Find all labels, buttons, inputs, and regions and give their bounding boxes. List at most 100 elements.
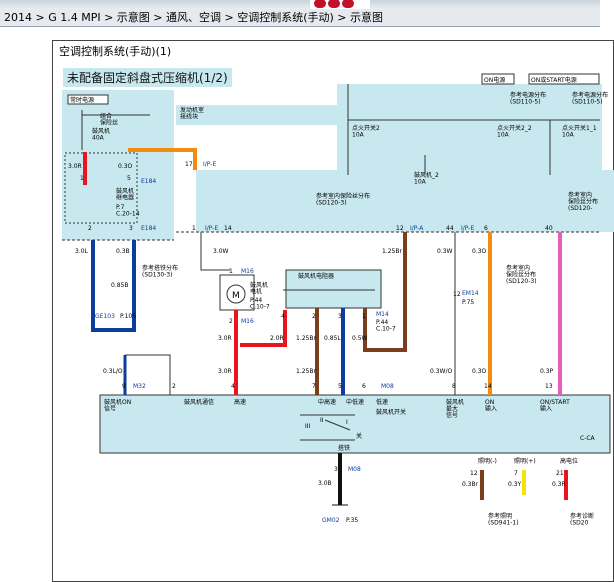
pin-number: 2 bbox=[88, 225, 92, 232]
text-line: 发动机室 bbox=[180, 106, 204, 114]
blower-max-label: 鼓风机最大信号 bbox=[446, 398, 464, 419]
text-line: 最大 bbox=[446, 405, 458, 413]
wiring-diagram: M ON电源 ON或START电源 常时电源 发动机室接线块 组合保险丝 bbox=[62, 73, 614, 527]
wire-white bbox=[200, 232, 230, 271]
text-line: 鼓风机ON bbox=[104, 398, 131, 406]
ipa-label: I/P-A bbox=[410, 225, 424, 232]
wire-code: 0.3O bbox=[472, 368, 487, 375]
gm02-label: GM02 bbox=[322, 517, 340, 524]
ref-ground-label: 参考搭铁分布(SD130-3) bbox=[142, 264, 178, 279]
control-module-box bbox=[99, 394, 611, 454]
wire-code: 0.3W/O bbox=[430, 368, 452, 375]
pin-number: 14 bbox=[484, 383, 492, 390]
relay-box bbox=[64, 152, 138, 224]
wire-orange-top bbox=[128, 148, 197, 170]
text-line: (SD20 bbox=[570, 520, 589, 527]
text-line: 保险丝分布 bbox=[506, 271, 536, 279]
m14-label: M14 bbox=[376, 311, 389, 318]
wire-code: 0.85B bbox=[111, 282, 128, 289]
wire-code: 1.25Br bbox=[382, 248, 402, 255]
ge103-label: GE103 bbox=[95, 313, 115, 320]
wire-code: 3.0W bbox=[213, 248, 229, 255]
text-line: 点火开关2_2 bbox=[497, 124, 532, 132]
pin-number: 40 bbox=[545, 225, 553, 232]
breadcrumb[interactable]: 2014 > G 1.4 MPI > 示意图 > 通风、空调 > 空调控制系统(… bbox=[0, 9, 600, 27]
text-line: 鼓风机 bbox=[92, 127, 110, 135]
pin-number: 2 bbox=[312, 313, 316, 320]
pin-number: 3 bbox=[338, 313, 342, 320]
wire-code: 3.0R bbox=[68, 163, 82, 170]
wire-red-mid bbox=[240, 310, 287, 347]
cca-label: C-CA bbox=[580, 435, 596, 442]
gm02-page: P.35 bbox=[346, 517, 358, 524]
wire-code: 0.3P bbox=[540, 368, 554, 375]
resistor-label: 鼓风机电阻器 bbox=[298, 272, 334, 280]
motor-m: M bbox=[232, 291, 240, 301]
text-line: 参考电源分布 bbox=[572, 91, 608, 99]
text-line: 点火开关1_1 bbox=[562, 124, 597, 132]
text-line: 10A bbox=[414, 179, 427, 186]
text-line: C.10-7 bbox=[376, 326, 396, 333]
text-line: 参考室内 bbox=[568, 191, 592, 199]
ref-right2-label: 参考诊断(SD20 bbox=[570, 512, 594, 527]
always-power-label: 常时电源 bbox=[70, 96, 94, 104]
text-line: (SD120-3) bbox=[506, 278, 537, 285]
ipe-label-2: I/P-E bbox=[205, 225, 218, 232]
pin-number: 3 bbox=[334, 466, 338, 473]
ref-power-label: 参考电源分布(SD110-5) bbox=[510, 91, 546, 106]
pin-number: 1 bbox=[192, 225, 196, 232]
wire-code: 0.3Br bbox=[462, 481, 479, 488]
wire-code: 0.3R bbox=[552, 481, 566, 488]
mid-low-label: 中低速 bbox=[346, 398, 364, 406]
text-line: P.7 bbox=[116, 204, 125, 211]
top-banner bbox=[0, 0, 600, 9]
text-line: 10A bbox=[497, 132, 510, 139]
text-line: ON/START bbox=[540, 399, 570, 406]
m08-label: M08 bbox=[381, 383, 394, 390]
wire-blue-loop bbox=[91, 240, 136, 332]
high-label: 高速 bbox=[234, 398, 246, 406]
text-line: 继电器 bbox=[116, 194, 134, 202]
wire-code: 0.3B bbox=[116, 248, 130, 255]
text-line: 电机 bbox=[250, 288, 262, 296]
brand-logo bbox=[310, 0, 370, 9]
pin-number: 3 bbox=[129, 225, 133, 232]
text-line: P.44 bbox=[376, 319, 388, 326]
pin-number: 12 bbox=[396, 225, 404, 232]
text-line: (SD110-5) bbox=[572, 99, 603, 106]
breadcrumb-text[interactable]: 2014 > G 1.4 MPI > 示意图 > 通风、空调 > 空调控制系统(… bbox=[4, 11, 384, 24]
pin-number: 6 bbox=[484, 225, 488, 232]
text-line: (SD120- bbox=[568, 205, 592, 212]
wire-code: 1.25Br bbox=[296, 335, 316, 342]
wire-code: 0.3L/O bbox=[103, 368, 123, 375]
text-line: (SD110-5) bbox=[510, 99, 541, 106]
pin-number: 14 bbox=[224, 225, 232, 232]
text-line: C.20-14 bbox=[116, 211, 140, 218]
text-line: 参考室内 bbox=[506, 264, 530, 272]
m16-label: M16 bbox=[241, 268, 254, 275]
text-line: 鼓风机_2 bbox=[414, 171, 439, 179]
e184-label: E184 bbox=[141, 178, 156, 185]
wire-code: 0.3W bbox=[437, 248, 453, 255]
pin-number: 7 bbox=[514, 470, 518, 477]
off-label: 关 bbox=[356, 432, 362, 440]
wire-code: 0.3O bbox=[118, 163, 133, 170]
text-line: 鼓风机 bbox=[250, 281, 268, 289]
wire-comm bbox=[125, 354, 171, 395]
wire-code: 3.0R bbox=[218, 368, 232, 375]
text-line: 10A bbox=[562, 132, 575, 139]
pin-number: II bbox=[320, 417, 324, 424]
text-line: (SD120-3) bbox=[316, 200, 347, 207]
wire-code: 3.0B bbox=[318, 480, 332, 487]
ref-fuse-label: 参考室内保险丝分布(SD120-3) bbox=[316, 192, 370, 207]
m08-label-2: M08 bbox=[348, 466, 361, 473]
text-line: 参考电源分布 bbox=[510, 91, 546, 99]
text-line: 参考搭铁分布 bbox=[142, 264, 178, 272]
pin-number: 44 bbox=[446, 225, 454, 232]
